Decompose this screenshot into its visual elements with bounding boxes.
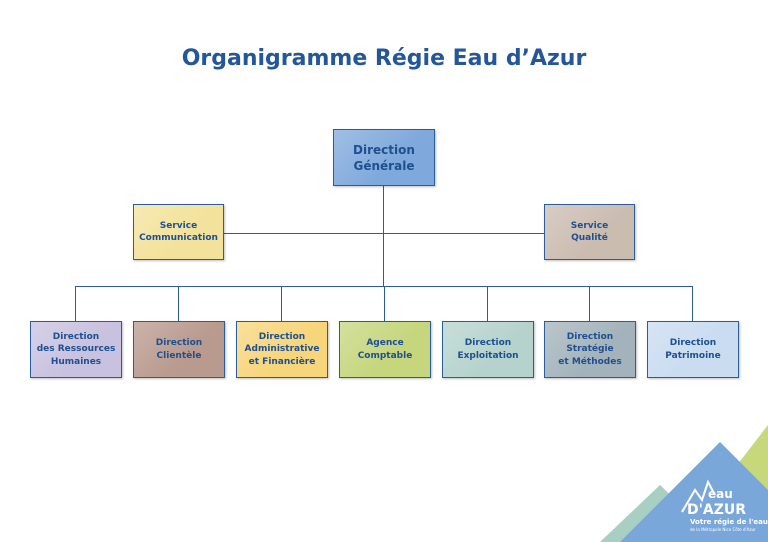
- box-direction: Direction Exploitation: [442, 321, 534, 378]
- box-direction: Direction Patrimoine: [647, 321, 739, 378]
- svg-text:Votre régie de l'eau: Votre régie de l'eau: [690, 518, 768, 526]
- svg-text:eau: eau: [708, 487, 733, 501]
- box-direction: Direction Clientèle: [133, 321, 225, 378]
- connector: [383, 185, 385, 286]
- connector: [75, 286, 77, 321]
- svg-text:de la Métropole Nice Côte d'Az: de la Métropole Nice Côte d'Azur: [690, 527, 756, 532]
- svg-text:D'AZUR: D'AZUR: [687, 502, 746, 518]
- connector: [384, 286, 386, 321]
- box-direction: Direction des Ressources Humaines: [30, 321, 122, 378]
- box-direction: Agence Comptable: [339, 321, 431, 378]
- box-direction: Direction Administrative et Financière: [236, 321, 328, 378]
- connector: [692, 286, 694, 321]
- connector: [589, 286, 591, 321]
- box-service-communication: Service Communication: [133, 204, 224, 260]
- connector: [224, 233, 544, 235]
- connector: [281, 286, 283, 321]
- eau-dazur-logo: eau D'AZUR Votre régie de l'eau de la Mé…: [600, 425, 768, 542]
- page-title: Organigramme Régie Eau d’Azur: [181, 46, 587, 71]
- box-direction-generale: Direction Générale: [333, 129, 435, 186]
- connector: [487, 286, 489, 321]
- box-service-qualite: Service Qualité: [544, 204, 635, 260]
- connector: [178, 286, 180, 321]
- box-direction: Direction Stratégie et Méthodes: [544, 321, 636, 378]
